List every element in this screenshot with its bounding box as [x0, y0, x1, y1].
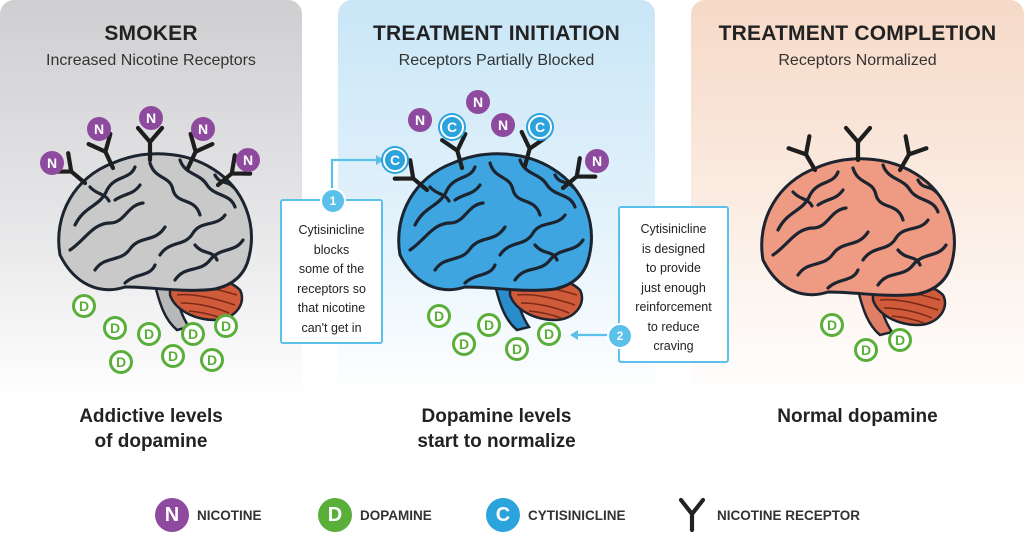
nicotine-icon: N — [408, 108, 432, 132]
caption-treatment-completion: Normal dopamine — [691, 404, 1024, 429]
dopamine-icon: D — [72, 294, 96, 318]
legend-cytisinicline: C CYTISINICLINE — [486, 496, 626, 534]
nicotine-icon: N — [491, 113, 515, 137]
caption-line: start to normalize — [417, 431, 576, 452]
nicotine-icon: N — [139, 106, 163, 130]
legend-nicotine: N NICOTINE — [155, 496, 262, 534]
callout-2-text: Cytisinicline is designed to provide just e… — [620, 220, 727, 357]
callout-2: Cytisinicline is designed to provide just e… — [618, 206, 729, 363]
arrowhead — [570, 330, 578, 340]
callout-1: Cytisinicline blocks some of the receptors … — [280, 199, 383, 344]
dopamine-icon: D — [214, 314, 238, 338]
cytisinicline-icon: C — [440, 115, 464, 139]
legend-label: NICOTINE — [197, 507, 262, 523]
dopamine-icon: D — [137, 322, 161, 346]
caption-smoker: Addictive levels of dopamine — [0, 404, 302, 454]
cytisinicline-icon: C — [383, 148, 407, 172]
callout-line: can't get in — [301, 320, 362, 335]
cytisinicline-icon: C — [528, 115, 552, 139]
arrowhead — [376, 155, 384, 165]
nicotine-icon: N — [155, 498, 189, 532]
nicotine-icon: N — [236, 148, 260, 172]
callout-2-number: 2 — [607, 323, 633, 349]
legend-dopamine: D DOPAMINE — [318, 496, 432, 534]
callout-line: blocks — [313, 242, 350, 257]
callout-line: just enough — [641, 280, 706, 295]
caption-line: Addictive levels — [79, 406, 223, 427]
callout-line: receptors so — [297, 281, 366, 296]
panel-subtitle: Increased Nicotine Receptors — [46, 52, 256, 69]
callout-1-number: 1 — [320, 188, 346, 214]
dopamine-icon: D — [109, 350, 133, 374]
panel-title: SMOKER — [104, 22, 198, 45]
callout-1-text: Cytisinicline blocks some of the receptors … — [282, 221, 381, 338]
nicotine-icon: N — [191, 117, 215, 141]
cytisinicline-icon: C — [486, 498, 520, 532]
callout-line: is designed — [641, 241, 706, 256]
dopamine-icon: D — [161, 344, 185, 368]
panel-subtitle: Receptors Normalized — [778, 52, 937, 69]
panel-title: TREATMENT INITIATION — [372, 22, 621, 45]
caption-line: Dopamine levels — [421, 406, 572, 427]
normal-brain — [760, 157, 956, 337]
callout-line: that nicotine — [297, 301, 366, 315]
dopamine-icon: D — [477, 313, 501, 337]
callout-line: Cytisinicline — [298, 223, 365, 237]
dopamine-icon: D — [427, 304, 451, 328]
nicotine-icon: N — [466, 90, 490, 114]
nicotine-icon: N — [87, 117, 111, 141]
dopamine-icon: D — [200, 348, 224, 372]
callout-1-arrow — [330, 158, 378, 200]
receptor-icon — [846, 128, 870, 160]
dopamine-icon: D — [820, 313, 844, 337]
legend-nicotine-receptor: NICOTINE RECEPTOR — [675, 496, 860, 534]
callout-line: reinforcement — [635, 300, 712, 314]
dopamine-icon: D — [537, 322, 561, 346]
callout-line: to provide — [646, 261, 701, 275]
dopamine-icon: D — [854, 338, 878, 362]
panel-title: TREATMENT COMPLETION — [718, 22, 997, 45]
nicotine-icon: N — [585, 149, 609, 173]
caption-line: Normal dopamine — [777, 406, 938, 427]
treatment-completion-panel: TREATMENT COMPLETION Receptors Normalize… — [691, 0, 1024, 400]
legend-label: DOPAMINE — [360, 507, 432, 523]
dopamine-icon: D — [452, 332, 476, 356]
dopamine-icon: D — [505, 337, 529, 361]
dopamine-icon: D — [318, 498, 352, 532]
caption-line: of dopamine — [94, 431, 208, 452]
callout-line: some of the — [298, 262, 365, 276]
dopamine-icon: D — [181, 322, 205, 346]
callout-line: craving — [653, 339, 694, 353]
caption-treatment-initiation: Dopamine levels start to normalize — [338, 404, 655, 454]
dopamine-icon: D — [103, 316, 127, 340]
dopamine-icon: D — [888, 328, 912, 352]
callout-line: Cytisinicline — [640, 222, 707, 236]
callout-line: to reduce — [647, 319, 700, 334]
legend-label: CYTISINICLINE — [528, 507, 626, 523]
panel-subtitle: Receptors Partially Blocked — [398, 52, 595, 69]
nicotine-icon: N — [40, 151, 64, 175]
legend-label: NICOTINE RECEPTOR — [717, 507, 861, 523]
treatment-brain — [397, 152, 593, 332]
receptor-icon — [678, 497, 706, 533]
